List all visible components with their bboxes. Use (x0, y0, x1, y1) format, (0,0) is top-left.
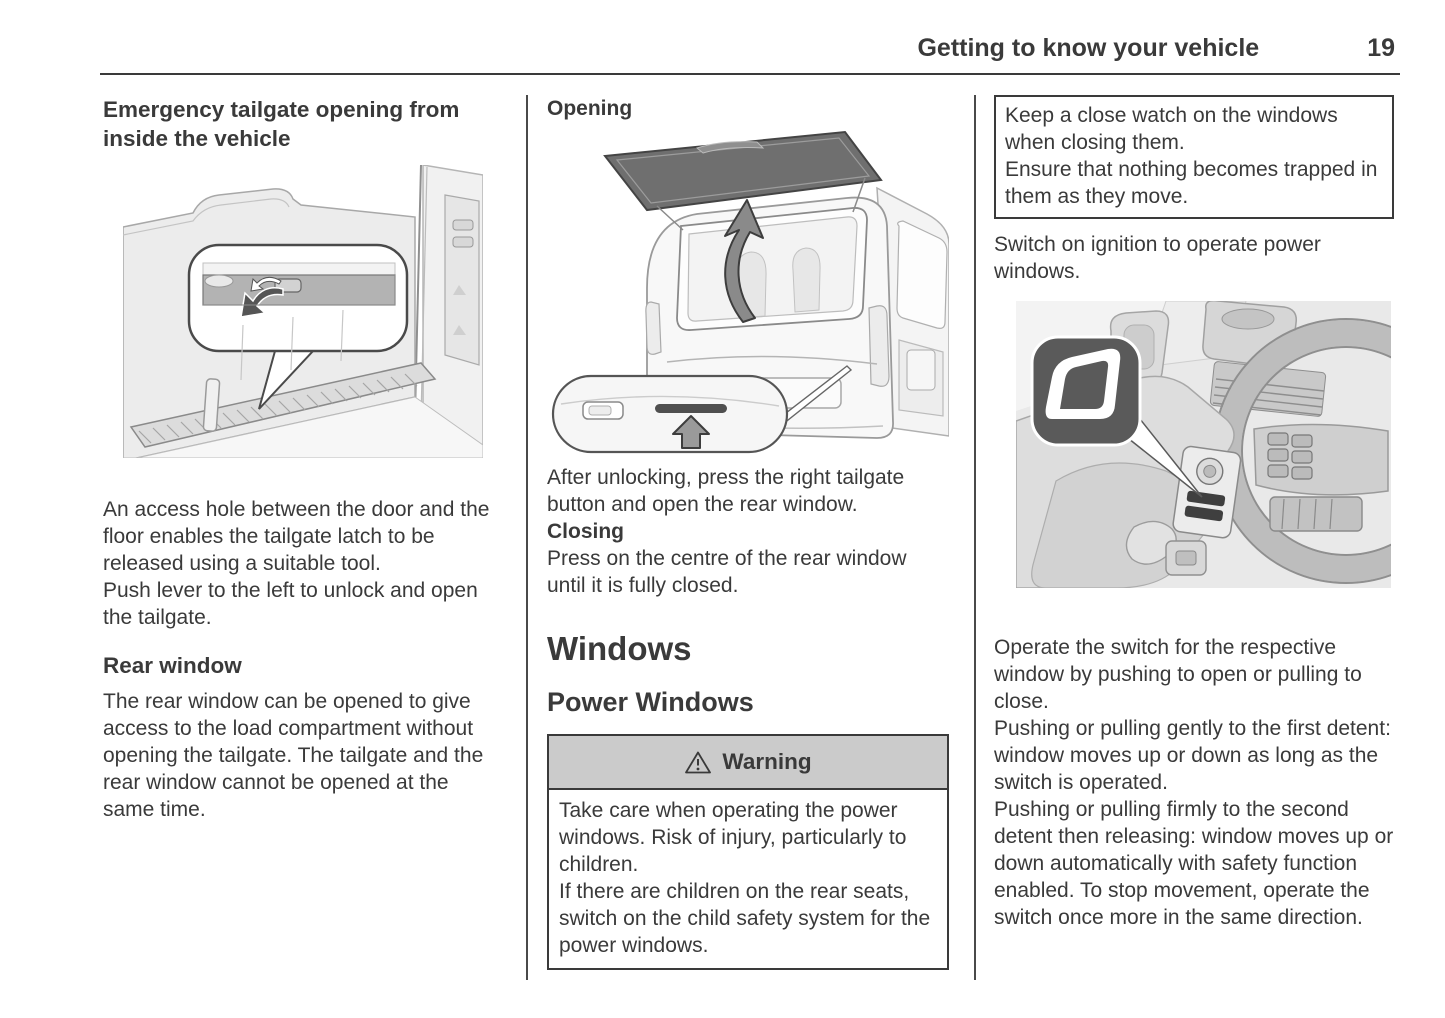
warning-title: Warning (722, 749, 812, 774)
column-divider (974, 95, 976, 980)
label-closing: Closing (547, 520, 624, 543)
heading-power-windows: Power Windows (547, 687, 754, 717)
column-divider (526, 95, 528, 980)
warning-box: Warning Take care when operating the pow… (547, 734, 949, 970)
heading-windows: Windows (547, 630, 692, 667)
para-push-lever: Push lever to the left to unlock and ope… (103, 579, 478, 629)
para-press-centre: Press on the centre of the rear window u… (547, 547, 907, 597)
header-rule (100, 73, 1400, 75)
door-panel-window-switch-illustration (1016, 301, 1391, 588)
curved-up-arrow-icon (724, 199, 764, 323)
vehicle-rear-window-open-illustration (547, 126, 949, 458)
window-glass-icon (1045, 348, 1121, 419)
section-heading-emergency-tailgate: Emergency tailgate opening from inside t… (103, 97, 460, 151)
up-arrow-icon (672, 415, 710, 449)
column-middle: Opening (547, 95, 949, 970)
column-left: Emergency tailgate opening from inside t… (103, 95, 500, 960)
running-header-title: Getting to know your vehicle (917, 34, 1260, 62)
column-right: Keep a close watch on the windows when c… (994, 95, 1394, 960)
warning-line: If there are children on the rear seats,… (559, 880, 931, 957)
warning-line: Take care when operating the power windo… (559, 799, 907, 876)
page-header: Getting to know your vehicle 19 (0, 0, 1445, 71)
sill-texture (138, 373, 418, 444)
label-opening: Opening (547, 97, 633, 120)
cargo-area-tailgate-latch-illustration (123, 165, 483, 458)
para-switch-on-ignition: Switch on ignition to operate power wind… (994, 233, 1321, 283)
caution-note-box: Keep a close watch on the windows when c… (994, 95, 1394, 219)
para-access-hole: An access hole between the door and the … (103, 498, 490, 575)
para-after-unlocking: After unlocking, press the right tailgat… (547, 466, 905, 516)
para-operate-switch: Operate the switch for the respective wi… (994, 636, 1362, 713)
page-number: 19 (1367, 34, 1395, 62)
unlock-lever-arrow-icon (240, 287, 284, 318)
para-first-detent: Pushing or pulling gently to the first d… (994, 717, 1391, 794)
subheading-rear-window: Rear window (103, 653, 242, 678)
content-columns: Emergency tailgate opening from inside t… (0, 75, 1445, 980)
note-line: Ensure that nothing becomes trapped in t… (1005, 158, 1378, 208)
para-second-detent: Pushing or pulling firmly to the second … (994, 798, 1394, 929)
warning-body: Take care when operating the power windo… (549, 790, 947, 968)
warning-triangle-icon (685, 751, 712, 773)
para-rear-window: The rear window can be opened to give ac… (103, 690, 484, 821)
note-line: Keep a close watch on the windows when c… (1005, 104, 1338, 154)
warning-header: Warning (549, 736, 947, 790)
